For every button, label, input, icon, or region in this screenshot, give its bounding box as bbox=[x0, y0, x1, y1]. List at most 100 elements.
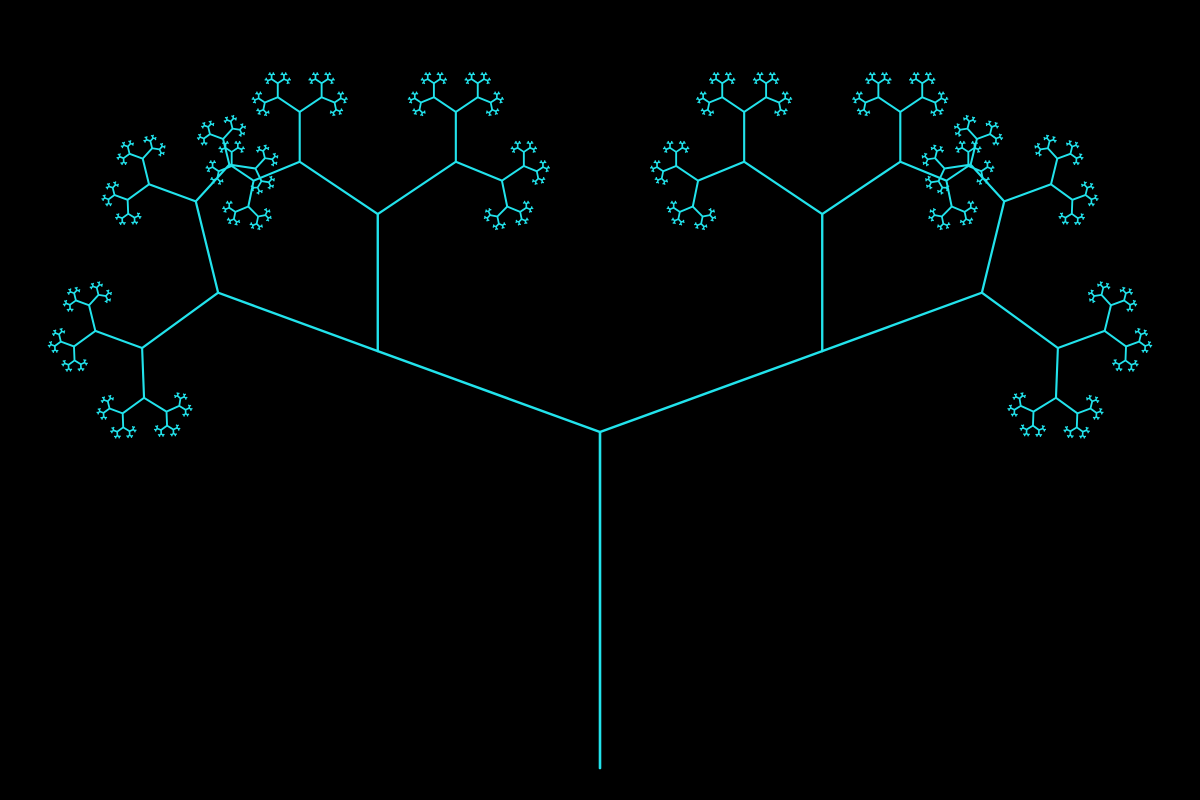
branch bbox=[1036, 142, 1040, 146]
branch bbox=[696, 226, 699, 229]
branch bbox=[969, 163, 1006, 203]
branch bbox=[178, 404, 187, 411]
branch bbox=[243, 125, 247, 128]
branch bbox=[669, 146, 678, 153]
branch bbox=[257, 214, 267, 218]
branch bbox=[519, 206, 528, 213]
branch-group bbox=[47, 72, 1153, 770]
branch bbox=[937, 167, 946, 183]
branch bbox=[107, 194, 116, 201]
branch bbox=[691, 179, 700, 208]
branch bbox=[234, 117, 237, 120]
branch bbox=[1013, 404, 1022, 411]
branch bbox=[976, 180, 979, 183]
branch bbox=[489, 97, 498, 104]
branch bbox=[1093, 294, 1103, 297]
branch bbox=[1110, 299, 1126, 307]
branch bbox=[934, 101, 938, 111]
branch bbox=[310, 81, 313, 85]
branch bbox=[270, 78, 279, 85]
branch bbox=[121, 212, 130, 220]
branch bbox=[272, 178, 275, 181]
branch bbox=[500, 164, 525, 182]
branch bbox=[1085, 426, 1088, 430]
branch bbox=[858, 97, 867, 104]
branch bbox=[863, 101, 867, 111]
branch bbox=[701, 214, 711, 218]
branch bbox=[1064, 212, 1073, 219]
branch bbox=[483, 216, 486, 220]
branch bbox=[598, 349, 824, 434]
branch bbox=[333, 97, 342, 104]
branch bbox=[422, 81, 426, 85]
branch bbox=[1070, 212, 1079, 220]
branch bbox=[147, 183, 197, 203]
branch bbox=[535, 166, 544, 173]
branch bbox=[209, 133, 225, 140]
branch bbox=[255, 215, 260, 225]
branch bbox=[500, 179, 509, 208]
branch bbox=[959, 220, 963, 224]
branch bbox=[83, 359, 86, 362]
branch bbox=[911, 81, 914, 85]
branch bbox=[485, 210, 488, 213]
branch bbox=[222, 127, 234, 140]
branch bbox=[151, 147, 161, 151]
branch bbox=[111, 397, 114, 400]
branch bbox=[258, 227, 261, 231]
branch bbox=[702, 227, 705, 231]
branch bbox=[967, 146, 976, 153]
branch bbox=[711, 219, 714, 222]
branch bbox=[1076, 407, 1092, 415]
branch bbox=[58, 333, 62, 343]
branch bbox=[220, 150, 223, 153]
branch bbox=[743, 96, 768, 113]
branch bbox=[264, 113, 268, 117]
branch bbox=[939, 146, 942, 149]
branch bbox=[980, 291, 1060, 350]
branch bbox=[700, 215, 704, 225]
branch bbox=[418, 101, 422, 111]
branch bbox=[663, 182, 666, 185]
branch bbox=[251, 226, 255, 229]
branch bbox=[106, 400, 111, 410]
branch bbox=[470, 78, 479, 85]
branch bbox=[1084, 186, 1089, 196]
branch bbox=[126, 183, 150, 201]
branch bbox=[141, 147, 154, 160]
branch bbox=[1054, 346, 1059, 399]
branch bbox=[320, 78, 329, 85]
branch bbox=[264, 157, 274, 161]
branch bbox=[1099, 281, 1102, 284]
branch bbox=[1132, 299, 1135, 303]
branch bbox=[166, 424, 175, 431]
branch bbox=[67, 359, 76, 366]
branch bbox=[854, 101, 857, 104]
branch bbox=[930, 180, 940, 184]
branch bbox=[675, 146, 684, 153]
branch bbox=[926, 157, 936, 161]
branch bbox=[1080, 213, 1083, 216]
branch bbox=[253, 101, 257, 104]
branch bbox=[1068, 140, 1071, 143]
branch bbox=[877, 96, 902, 113]
branch bbox=[276, 96, 301, 113]
branch bbox=[1123, 299, 1131, 306]
branch bbox=[410, 101, 413, 104]
branch bbox=[224, 210, 227, 213]
branch bbox=[709, 113, 712, 117]
branch bbox=[1094, 194, 1097, 197]
branch bbox=[778, 101, 782, 111]
branch bbox=[703, 112, 706, 115]
branch bbox=[116, 183, 119, 186]
branch bbox=[275, 161, 278, 164]
branch bbox=[721, 78, 730, 85]
branch bbox=[100, 283, 103, 286]
branch bbox=[182, 393, 186, 396]
branch bbox=[1143, 329, 1146, 332]
branch bbox=[759, 78, 767, 85]
branch bbox=[1084, 194, 1093, 201]
branch bbox=[252, 160, 301, 182]
branch bbox=[998, 133, 1001, 136]
branch bbox=[421, 113, 424, 117]
